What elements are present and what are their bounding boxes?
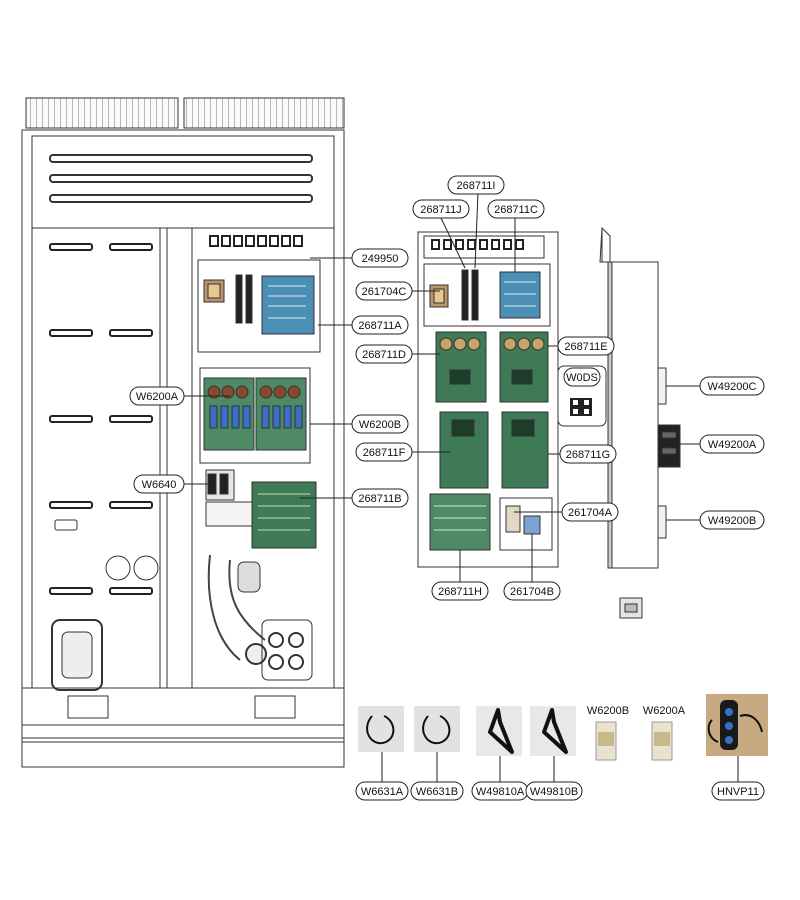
board-268711B [251,481,317,549]
callout-W6631B [410,781,464,801]
callout-268711A [351,315,409,335]
label-249950: 249950 [362,253,399,265]
control-panel-detail [417,231,559,568]
label-268711H: 268711H [438,586,482,598]
label-268711J: 268711J [420,204,461,216]
label-268711E: 268711E [564,341,607,353]
callout-268711B [351,488,409,508]
label-W6200B-part: W6200B [587,705,629,717]
callout-text: 249950 261704C 268711A 268711I 268711J 2… [136,180,759,798]
grille-slot [49,154,313,163]
bottom-bracket [51,619,103,691]
label-268711I: 268711I [457,180,496,192]
callout-W49200A [699,434,765,454]
callout-W6200B-main [351,414,409,434]
knockout-holes [209,235,303,247]
callout-261704C [355,281,413,301]
left-panel [31,227,168,689]
label-268711B: 268711B [358,493,401,505]
callout-268711E [557,336,615,356]
callout-268711C [487,199,545,219]
relay-268711J [461,269,469,321]
callout-W49200C [699,376,765,396]
label-W49200C: W49200C [708,381,757,393]
left-panel-slots [49,243,153,595]
cabinet-inner [31,135,335,229]
terminal-W49200C [657,367,667,405]
label-261704B: 261704B [510,586,554,598]
fan-guard-right [183,97,345,129]
callout-268711H [431,581,489,601]
callout-261704A [561,502,619,522]
side-view [599,226,681,619]
base-frame [21,687,345,739]
label-W6640: W6640 [142,479,177,491]
relay-268711I [471,269,479,321]
label-268711A: 268711A [358,320,402,332]
side-panel [609,261,659,569]
part-261704A [505,505,521,533]
cabinet-outline [21,129,345,743]
callout-labels [129,175,765,801]
label-W6200B-main: W6200B [359,419,401,431]
label-W49200B: W49200B [708,515,756,527]
label-268711G: 268711G [566,449,610,461]
label-W49810B: W49810B [530,786,578,798]
service-panel [261,619,313,681]
callout-W49810B [525,781,583,801]
parts-thumbnails [358,694,768,761]
callout-261704B [503,581,561,601]
label-268711D: 268711D [362,349,406,361]
callout-W0DS [563,367,601,387]
outdoor-unit [21,97,345,768]
callout-W6631A [355,781,409,801]
photo-W6631A [358,706,404,752]
terminal-W49200A [657,424,681,468]
label-W0DS: W0DS [566,372,598,384]
terminal-W49200B [657,505,667,539]
label-261704C: 261704C [362,286,407,298]
board-268711H [429,493,491,551]
callout-W6200A-main [129,386,185,406]
inverter-box [199,367,311,464]
callout-268711J [412,199,470,219]
callout-W6640 [133,474,185,494]
board-268711A [261,275,315,335]
label-W6631A: W6631A [361,786,404,798]
part-261704B [523,515,541,535]
callout-HNVP11 [711,781,765,801]
fan-guard-left [25,97,179,129]
label-268711C: 268711C [494,204,538,216]
control-box [197,259,321,353]
grille-slot [49,174,313,183]
callout-249950 [351,248,409,268]
callout-W49200B [699,510,765,530]
label-W49810A: W49810A [476,786,525,798]
label-268711F: 268711F [363,447,406,459]
leader-lines [184,191,739,782]
grille-slot [49,194,313,203]
valve [237,561,261,593]
board-268711C [499,271,541,319]
photo-W6631B [414,706,460,752]
label-W6200A-part: W6200A [643,705,686,717]
label-261704A: 261704A [568,507,613,519]
knockout-holes [431,239,524,250]
label-W6200A-main: W6200A [136,391,179,403]
callout-268711D [355,344,413,364]
label-HNVP11: HNVP11 [717,786,759,798]
callout-268711I [447,175,505,195]
callout-268711G [559,444,617,464]
label-W49200A: W49200A [708,439,757,451]
label-W6631B: W6631B [416,786,458,798]
callout-268711F [355,442,413,462]
